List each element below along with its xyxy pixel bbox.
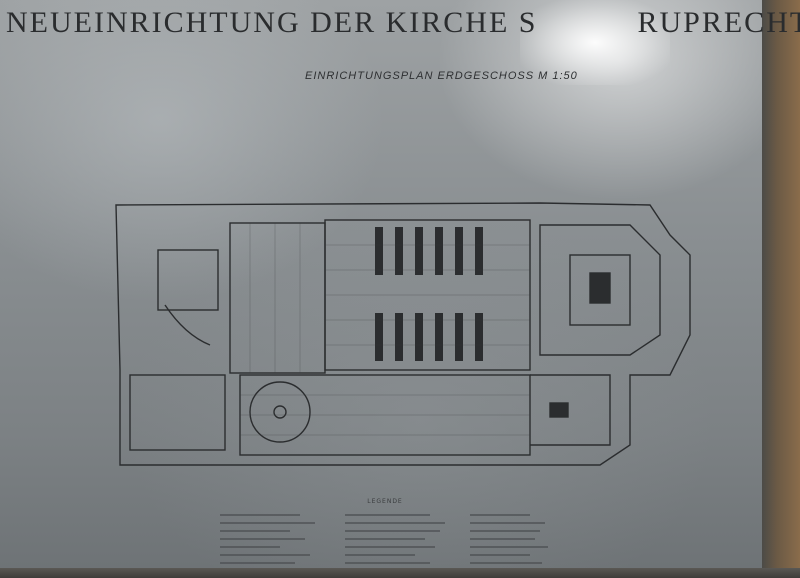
stair-room: [157, 249, 219, 311]
plaque-title-tail: RUPRECHT: [637, 6, 800, 39]
spiral-stair: [164, 304, 211, 346]
side-chapel: [530, 374, 611, 446]
outer-wall: [115, 202, 691, 466]
apse-outline: [539, 224, 661, 356]
legend-entries-illegible: [220, 510, 550, 572]
chapel-altar: [549, 402, 569, 418]
narthex-outline: [229, 222, 326, 374]
altar-block: [589, 272, 611, 304]
plaque-title-main: NEUEINRICHTUNG DER KIRCHE S: [6, 6, 538, 39]
floor-plan: [110, 195, 710, 475]
light-glare: [520, 0, 670, 85]
font-circle: [273, 405, 287, 419]
altar-platform: [569, 254, 631, 326]
plan-subtitle: EINRICHTUNGSPLAN ERDGESCHOSS M 1:50: [305, 70, 578, 82]
sacristy-room: [129, 374, 226, 451]
pews: [375, 227, 483, 361]
plan-legend: LEGENDE: [220, 498, 550, 576]
plaque-title: NEUEINRICHTUNG DER KIRCHE S RUPRECHT: [6, 6, 800, 40]
floor-grid: [240, 223, 530, 436]
wooden-frame-edge: [762, 0, 800, 578]
legend-heading: LEGENDE: [367, 498, 403, 505]
baptistery-circle: [249, 381, 311, 443]
floor-plan-drawing: [115, 202, 691, 466]
frame-bottom-edge: [0, 568, 800, 578]
